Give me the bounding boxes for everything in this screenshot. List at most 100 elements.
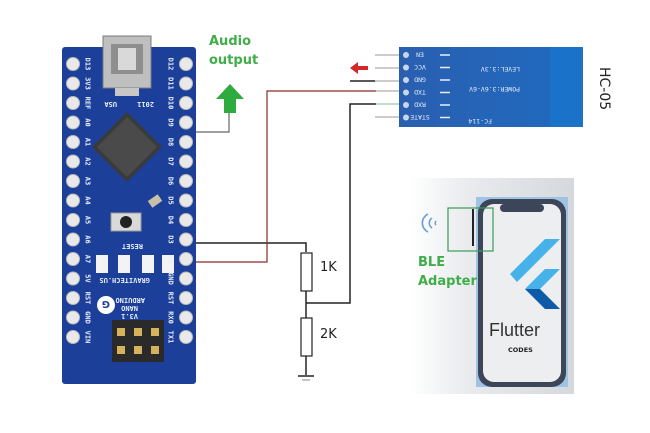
pin-label: D9 (167, 118, 175, 126)
pin-label: TX1 (167, 331, 175, 344)
hc05-pin-label: EN (416, 51, 424, 59)
hc05-pin-en (403, 52, 409, 58)
pin-gnd (66, 310, 80, 325)
pin-a1 (66, 135, 80, 149)
ble-adapter-label: BLE Adapter (418, 255, 477, 289)
pin-label: D12 (167, 58, 175, 71)
hc05-model-text: FC-114 (468, 117, 492, 125)
usb-connector (102, 35, 152, 96)
vcc-arrow-icon (350, 62, 368, 74)
audio-wire (196, 113, 230, 133)
pin-d6 (179, 174, 193, 188)
pin-vin (66, 330, 80, 344)
flutter-logo-icon (510, 239, 560, 309)
pin-d12 (179, 57, 193, 71)
pin-label: D13 (84, 58, 92, 71)
pin-label: RST (167, 292, 175, 305)
pin-a0 (66, 115, 80, 130)
pin-a4 (66, 193, 80, 208)
board-model: NANO (121, 304, 138, 312)
pin-label: D3 (167, 235, 175, 243)
hc05-label: HC-05 (596, 67, 612, 110)
usa-label: USA (104, 100, 117, 108)
wire-d3-to-divider (196, 242, 307, 252)
ground-icon (298, 375, 314, 381)
board-name: ARDUINO (115, 296, 145, 304)
hc05-pin-gnd (403, 77, 409, 83)
pin-label: D6 (167, 177, 175, 185)
hc05-pin-rxd (403, 102, 409, 108)
resistor-2k (300, 317, 313, 357)
year-label: 2011 (137, 100, 154, 108)
hc05-level-text: LEVEL:3.3V (481, 65, 520, 73)
pin-label: A2 (84, 157, 92, 165)
flutter-app-name: Flutter (489, 320, 540, 340)
pin-label: REF (84, 97, 92, 110)
icsp-header (112, 320, 164, 362)
pin-label: RX0 (167, 311, 175, 324)
audio-output-label: Audio output (209, 34, 258, 68)
hc05-pin-vcc (403, 64, 409, 71)
hc05-pin-state (403, 114, 409, 121)
svg-text:BLE: BLE (418, 255, 445, 270)
pin-a3 (66, 174, 80, 188)
pin-label: GND (84, 311, 92, 324)
hc05-pin-label: RXD (414, 101, 426, 109)
gravitech-logo (97, 296, 115, 314)
flutter-app-subtitle: CODES (508, 346, 533, 354)
pin-d11 (179, 76, 193, 91)
wire-divider-to-hc05-rxd (306, 103, 376, 304)
pin-label: D7 (167, 157, 175, 165)
pin-label: A0 (84, 118, 92, 126)
reset-button (110, 212, 142, 232)
pin-label: D8 (167, 138, 175, 146)
pin-rst (66, 291, 80, 305)
pin-gnd (179, 271, 193, 286)
status-leds (96, 255, 174, 273)
board-maker: GRAVITECH.US (99, 276, 150, 284)
board-version: V3.1 (121, 312, 138, 320)
hc05-pin-label: TXD (414, 88, 426, 96)
resistor-1k (300, 252, 313, 292)
hc05-pin-txd (403, 89, 409, 96)
pin-d2 (179, 252, 193, 266)
pin-a2 (66, 154, 80, 169)
pin-label: A4 (84, 196, 92, 204)
pin-label: D2 (167, 255, 175, 263)
pin-label: A6 (84, 235, 92, 243)
pin-d4 (179, 213, 193, 227)
pin-label: A7 (84, 255, 92, 263)
svg-text:G: G (102, 298, 110, 309)
pin-3v3 (66, 76, 80, 91)
pin-label: VIN (84, 331, 92, 344)
pin-d10 (179, 96, 193, 110)
pin-d5 (179, 193, 193, 208)
hc05-pin-label: STATE (410, 113, 430, 121)
pin-label: 3V3 (84, 77, 92, 90)
pin-5v (66, 271, 80, 286)
wire-d2-to-hc05-txd (196, 90, 376, 263)
pin-rst (179, 291, 193, 305)
pin-d8 (179, 135, 193, 149)
svg-text:Audio: Audio (209, 34, 251, 49)
wireless-signal-icon (421, 213, 437, 233)
pin-label: D4 (167, 216, 175, 224)
svg-text:Adapter: Adapter (418, 274, 477, 289)
pin-a5 (66, 213, 80, 227)
pin-ref (66, 96, 80, 110)
svg-text:output: output (209, 53, 258, 68)
reset-label: RESET (122, 242, 143, 250)
pin-label: A1 (84, 138, 92, 146)
pin-label: 5V (84, 274, 92, 283)
atmega-chip (92, 112, 162, 182)
resistor-2k-label: 2K (320, 327, 337, 342)
pin-a6 (66, 232, 80, 247)
audio-output-arrow-icon (216, 84, 244, 113)
pin-label: A5 (84, 216, 92, 224)
hc05-power-text: POWER:3.6V-6V (469, 85, 520, 93)
